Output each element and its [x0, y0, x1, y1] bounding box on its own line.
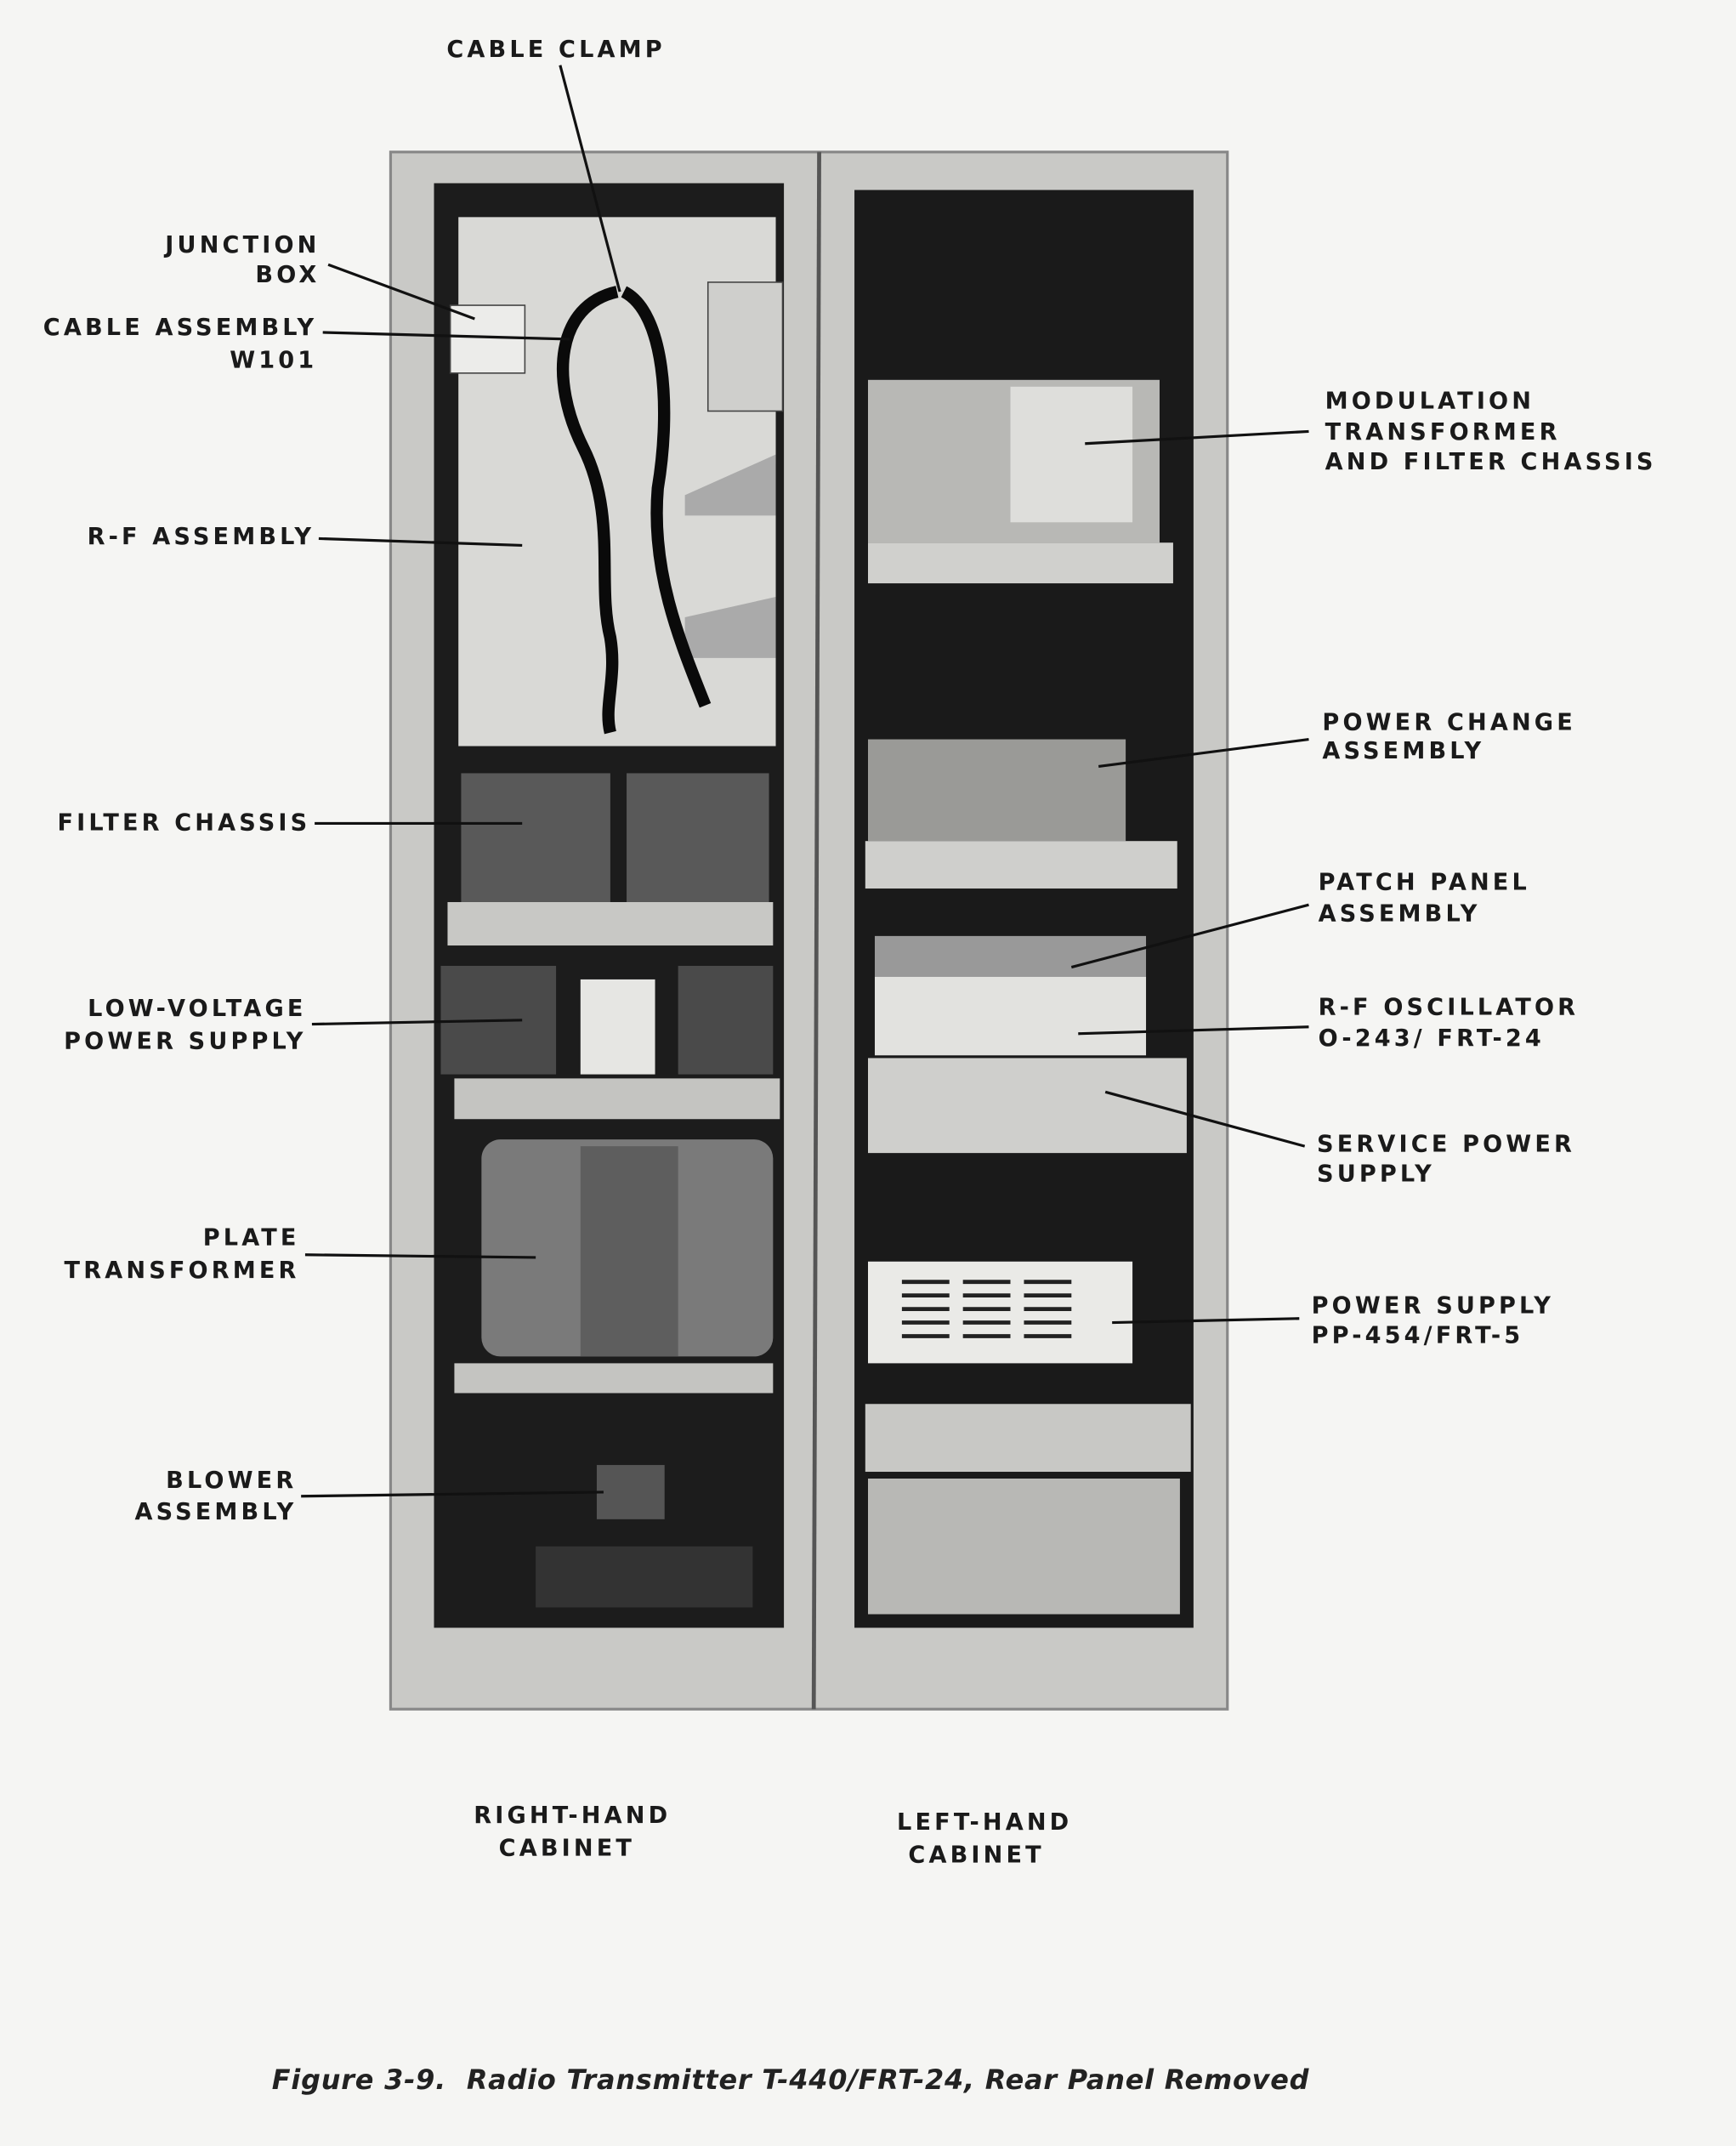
label-plate-transformer-2: TRANSFORMER: [65, 1258, 300, 1284]
label-left-hand-cabinet-1: LEFT-HAND: [897, 1809, 1072, 1836]
plate-shelf: [454, 1363, 774, 1394]
rf-bracket-2: [684, 597, 776, 658]
label-filter-chassis: FILTER CHASSIS: [58, 809, 311, 836]
label-modulation-3: AND FILTER CHASSIS: [1325, 449, 1657, 475]
leader-lines: [301, 65, 1309, 1498]
modulation-transformer: [1010, 386, 1133, 523]
label-cable-assembly-1: CABLE ASSEMBLY: [43, 315, 318, 341]
service-power-supply: [868, 1058, 1187, 1154]
label-left-hand-cabinet-2: CABINET: [908, 1842, 1044, 1868]
power-change-unit: [868, 739, 1126, 842]
patch-panel: [874, 935, 1147, 977]
bottom-shelf: [865, 1404, 1191, 1473]
label-modulation-2: TRANSFORMER: [1325, 419, 1561, 446]
bottom-bay: [868, 1478, 1180, 1615]
label-patch-panel-1: PATCH PANEL: [1319, 870, 1530, 896]
label-service-power-1: SERVICE POWER: [1317, 1132, 1575, 1158]
blower-base: [536, 1546, 753, 1608]
cable-assembly-w101: [556, 286, 712, 735]
label-junction-box-2: BOX: [255, 262, 320, 288]
transmitter-photo: [389, 150, 1229, 1711]
rf-box: [706, 281, 784, 412]
filter-transformer-1: [461, 773, 610, 902]
junction-box: [449, 304, 526, 374]
power-change-shelf: [865, 841, 1177, 889]
label-blower-2: ASSEMBLY: [135, 1499, 298, 1525]
plate-core: [580, 1146, 678, 1357]
modulation-shelf: [868, 542, 1173, 584]
label-blower-1: BLOWER: [166, 1468, 297, 1494]
lv-choke-2: [678, 965, 774, 1075]
power-supply-pp454: [868, 1261, 1133, 1364]
label-cable-clamp: CABLE CLAMP: [446, 37, 665, 63]
label-right-hand-cabinet-2: CABINET: [499, 1835, 635, 1861]
label-plate-transformer-1: PLATE: [203, 1225, 300, 1252]
filter-shelf: [447, 901, 774, 946]
label-junction-box-1: JUNCTION: [163, 232, 320, 258]
rf-oscillator: [874, 976, 1147, 1056]
label-power-supply-2: PP-454/FRT-5: [1312, 1322, 1524, 1348]
label-service-power-2: SUPPLY: [1317, 1161, 1435, 1188]
label-power-change-2: ASSEMBLY: [1322, 738, 1484, 764]
lv-shelf: [454, 1078, 780, 1120]
label-power-supply-1: POWER SUPPLY: [1312, 1292, 1554, 1319]
label-cable-assembly-2: W101: [230, 347, 317, 373]
filter-transformer-2: [627, 773, 769, 902]
label-right-hand-cabinet-1: RIGHT-HAND: [474, 1803, 671, 1829]
figure-caption: Figure 3-9. Radio Transmitter T-440/FRT-…: [272, 2064, 1310, 2096]
label-rf-oscillator-2: O-243/ FRT-24: [1319, 1025, 1545, 1052]
label-rf-assembly: R-F ASSEMBLY: [88, 524, 315, 550]
label-power-change-1: POWER CHANGE: [1322, 709, 1575, 735]
label-rf-oscillator-1: R-F OSCILLATOR: [1319, 994, 1580, 1020]
label-patch-panel-2: ASSEMBLY: [1319, 900, 1481, 927]
rf-bracket: [684, 454, 776, 516]
blower-motor: [596, 1465, 665, 1519]
label-low-voltage-1: LOW-VOLTAGE: [88, 996, 306, 1022]
lv-capacitor: [580, 979, 655, 1075]
label-modulation-1: MODULATION: [1325, 388, 1535, 414]
label-low-voltage-2: POWER SUPPLY: [64, 1028, 306, 1054]
cabinet-divider: [811, 151, 821, 1710]
power-supply-vents: [901, 1280, 1072, 1338]
